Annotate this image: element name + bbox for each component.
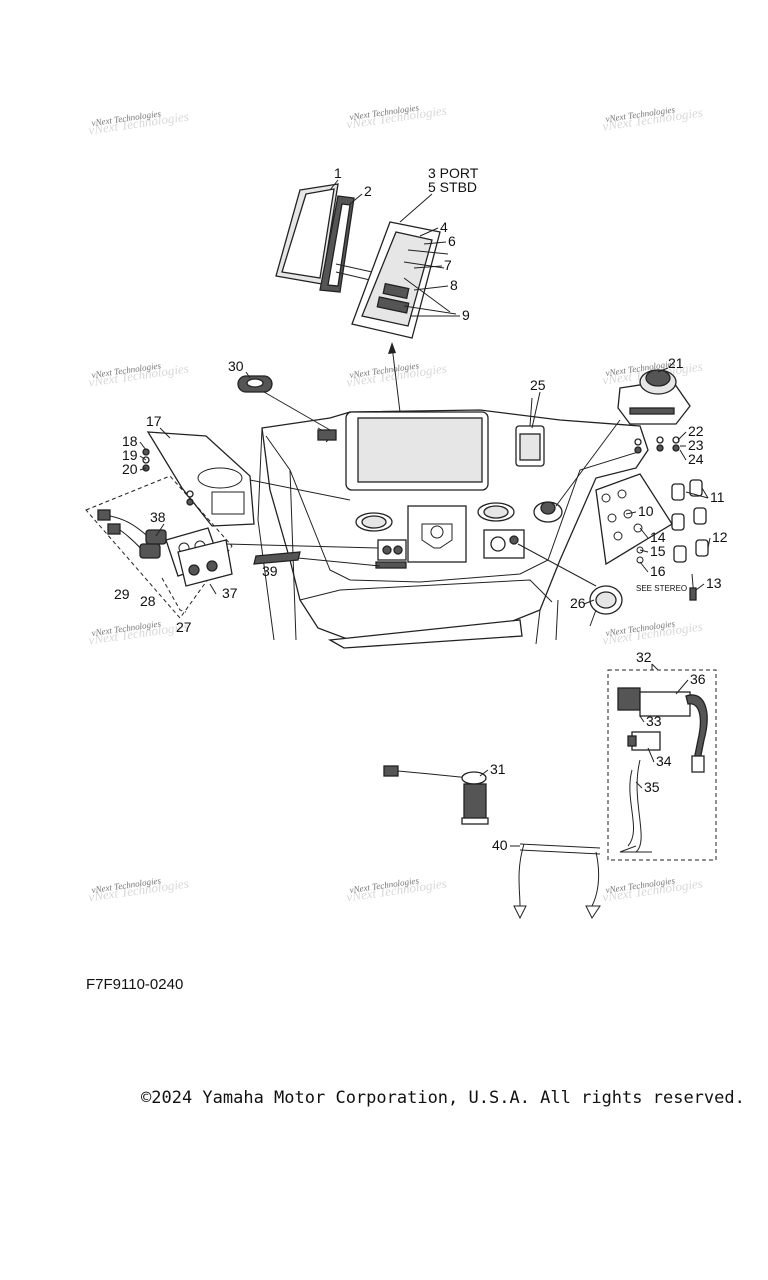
callout-38: 38: [150, 509, 166, 525]
part-39-strip: [253, 551, 381, 567]
part-26-cap: [517, 543, 623, 627]
part-21-stereo-remote: [555, 369, 691, 507]
callout-33: 33: [646, 713, 662, 729]
callout-17: 17: [146, 413, 162, 429]
callout-20: 20: [122, 461, 138, 477]
callout-15: 15: [650, 543, 666, 559]
callout-39: 39: [262, 563, 278, 579]
part-10-switch-panel: [595, 473, 709, 601]
callout-18: 18: [122, 433, 138, 449]
arrow-line: [391, 345, 401, 413]
callout-3-port: 3 PORT: [428, 165, 479, 181]
part-32-kit: [607, 664, 717, 861]
callout-30: 30: [228, 358, 244, 374]
part-40-lanyard: [513, 843, 601, 920]
callout-5-stbd: 5 STBD: [428, 179, 477, 195]
callout-23: 23: [688, 437, 704, 453]
copyright-notice: ©2024 Yamaha Motor Corporation, U.S.A. A…: [141, 1088, 745, 1108]
callout-29: 29: [114, 586, 130, 602]
callout-40: 40: [492, 837, 508, 853]
display-screen-assembly: [275, 183, 373, 293]
callout-37: 37: [222, 585, 238, 601]
callouts: 1 2 3 PORT 5 STBD 4 6 7 8 9 30 25 21 17 …: [114, 165, 728, 853]
callout-13: 13: [706, 575, 722, 591]
callout-22: 22: [688, 423, 704, 439]
see-stereo-note: SEE STEREO: [636, 584, 687, 593]
callout-9: 9: [462, 307, 470, 323]
callout-11: 11: [710, 489, 725, 505]
callout-7: 7: [444, 257, 452, 273]
callout-25: 25: [530, 377, 546, 393]
part-31-stop-switch: [383, 765, 489, 825]
part-25-phone-holder: [515, 397, 545, 467]
callout-6: 6: [448, 233, 456, 249]
callout-4: 4: [440, 219, 448, 235]
arrow-head: [388, 342, 396, 354]
callout-14: 14: [650, 529, 666, 545]
diagram-code: F7F9110-0240: [86, 976, 184, 993]
callout-2: 2: [364, 183, 372, 199]
callout-12: 12: [712, 529, 728, 545]
callout-10: 10: [638, 503, 654, 519]
dash-panel: [257, 409, 649, 649]
callout-8: 8: [450, 277, 458, 293]
callout-36: 36: [690, 671, 706, 687]
callout-32: 32: [636, 649, 652, 665]
callout-16: 16: [650, 563, 666, 579]
leader-lines: [139, 179, 711, 847]
part-30-remote: [237, 375, 331, 431]
callout-26: 26: [570, 595, 586, 611]
display-housing-assembly: [351, 221, 457, 339]
callout-21: 21: [668, 355, 684, 371]
callout-28: 28: [140, 593, 156, 609]
callout-1: 1: [334, 165, 342, 181]
callout-35: 35: [644, 779, 660, 795]
callout-31: 31: [490, 761, 506, 777]
callout-19: 19: [122, 447, 138, 463]
usb-charger-assembly: [85, 475, 379, 619]
callout-24: 24: [688, 451, 704, 467]
part-17-panel: [142, 431, 351, 527]
callout-34: 34: [656, 753, 672, 769]
callout-27: 27: [176, 619, 192, 635]
